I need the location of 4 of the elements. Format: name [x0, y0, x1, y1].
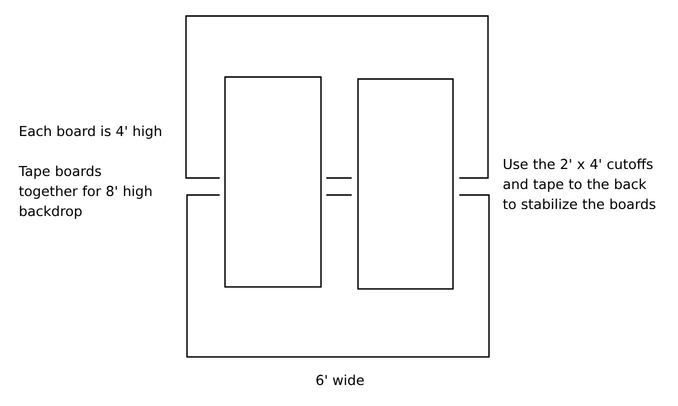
note-text: Each board is 4' high [20, 126, 162, 139]
note-text: Use the 2' x 4' cutoffs and tape to the back to stabilize the boards [503, 158, 656, 210]
width-label: 6' wide [316, 374, 364, 386]
note-text: Tape boards together for 8' high backdrop [18, 166, 152, 219]
